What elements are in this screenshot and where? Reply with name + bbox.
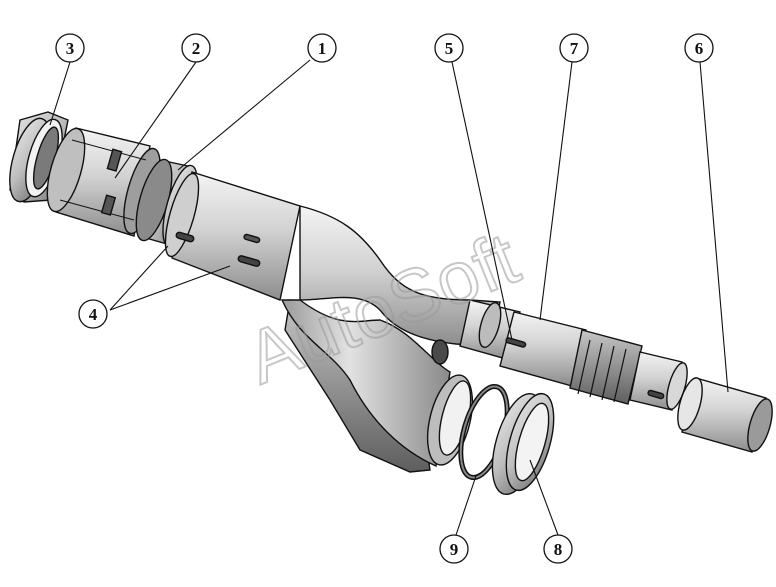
callout-2: 2 (181, 33, 211, 63)
bushing-2-shape (46, 127, 161, 237)
callout-1: 1 (307, 33, 337, 63)
callout-9: 9 (439, 534, 469, 564)
callout-5-label: 5 (445, 39, 454, 58)
callout-7: 7 (559, 33, 589, 63)
sleeve-6-shape (677, 377, 773, 453)
callout-9-label: 9 (450, 540, 459, 559)
leader-7 (539, 61, 573, 321)
main-housing-shape (164, 171, 521, 473)
callout-4-label: 4 (89, 305, 98, 324)
leader-3 (49, 61, 71, 126)
leader-4a (109, 245, 169, 311)
callout-1-label: 1 (318, 39, 327, 58)
callout-5: 5 (434, 33, 464, 63)
callout-6: 6 (684, 33, 714, 63)
leader-9 (455, 475, 477, 536)
callout-7-label: 7 (570, 39, 579, 58)
callouts: 3 2 1 5 7 6 4 9 (55, 33, 714, 564)
leader-8 (529, 459, 559, 536)
callout-8-label: 8 (554, 540, 563, 559)
leader-2 (114, 61, 197, 179)
seal-ring-3-shape (9, 111, 69, 203)
seal-ring-8-shape (491, 392, 555, 496)
leader-6 (699, 61, 729, 393)
callout-8: 8 (543, 534, 573, 564)
callout-4: 4 (78, 299, 108, 329)
callout-3: 3 (55, 33, 85, 63)
leader-1 (177, 59, 311, 171)
leader-lines (49, 59, 729, 536)
callout-2-label: 2 (192, 39, 201, 58)
callout-6-label: 6 (695, 39, 704, 58)
shaft-7-shape (499, 311, 688, 411)
leader-4b (109, 265, 231, 311)
leader-5 (451, 61, 513, 341)
callout-3-label: 3 (66, 39, 75, 58)
